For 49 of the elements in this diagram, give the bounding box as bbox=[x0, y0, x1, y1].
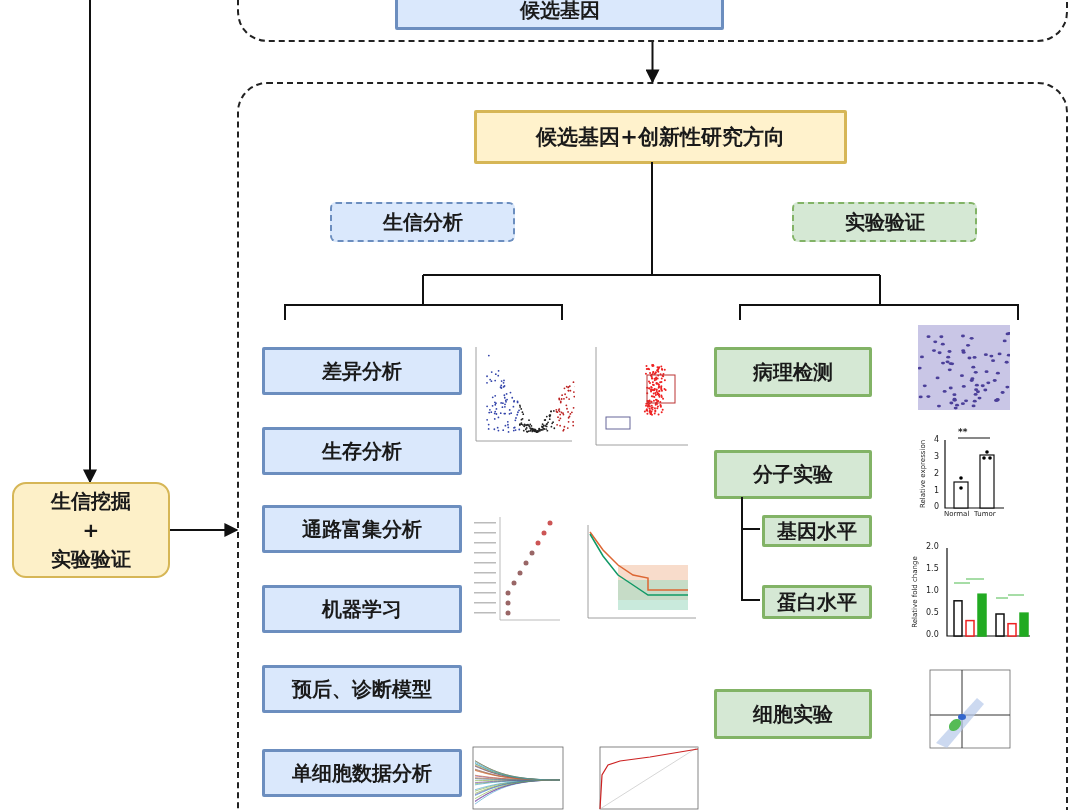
arrow bbox=[83, 0, 97, 484]
node-label: + bbox=[82, 516, 100, 544]
process-box bbox=[714, 450, 872, 499]
process-box bbox=[262, 749, 462, 797]
node-label: 差异分析 bbox=[322, 357, 402, 385]
chart-text: 3 bbox=[934, 453, 940, 462]
node-label: 生信挖掘 bbox=[51, 487, 131, 515]
arrow bbox=[169, 523, 239, 537]
process-box bbox=[762, 585, 872, 619]
chart-text: 0.5 bbox=[926, 609, 939, 618]
node-label: 实验验证 bbox=[51, 545, 131, 573]
process-box bbox=[330, 202, 515, 242]
chart-text: 4 bbox=[934, 436, 940, 445]
process-box bbox=[12, 482, 170, 578]
process-box bbox=[262, 427, 462, 475]
process-box bbox=[762, 515, 872, 547]
node-label: 机器学习 bbox=[322, 595, 402, 623]
process-box bbox=[262, 505, 462, 553]
chart-text: 2 bbox=[934, 470, 940, 479]
process-box bbox=[262, 665, 462, 713]
chart-text: 2.0 bbox=[926, 543, 939, 552]
process-box bbox=[474, 110, 847, 164]
dashed-frame bbox=[237, 82, 1068, 810]
node-label: 候选基因 bbox=[519, 0, 600, 24]
node-label: 细胞实验 bbox=[753, 700, 833, 728]
chart-text: 1 bbox=[934, 487, 940, 496]
node-label: 生存分析 bbox=[322, 437, 402, 465]
node-label: 预后、诊断模型 bbox=[292, 675, 432, 703]
process-box bbox=[714, 689, 872, 739]
node-label: 通路富集分析 bbox=[302, 515, 422, 543]
node-label: 基因水平 bbox=[777, 517, 857, 545]
node-label: 分子实验 bbox=[753, 461, 833, 488]
process-box bbox=[262, 585, 462, 633]
node-label: 生信分析 bbox=[382, 208, 463, 236]
chart-text: 0 bbox=[934, 503, 940, 512]
chart-text: 1.0 bbox=[926, 587, 939, 596]
process-box bbox=[395, 0, 724, 30]
node-label: 候选基因+创新性研究方向 bbox=[536, 123, 785, 151]
node-label: 蛋白水平 bbox=[777, 588, 857, 616]
chart-text: 0.0 bbox=[926, 631, 939, 640]
process-box bbox=[714, 347, 872, 397]
chart-text: 1.5 bbox=[926, 565, 939, 574]
process-box bbox=[262, 347, 462, 395]
node-label: 实验验证 bbox=[844, 208, 925, 236]
arrow bbox=[645, 41, 660, 84]
process-box bbox=[792, 202, 977, 242]
chart-text: ** bbox=[958, 428, 968, 438]
node-label: 单细胞数据分析 bbox=[292, 759, 432, 787]
node-label: 病理检测 bbox=[753, 358, 833, 386]
